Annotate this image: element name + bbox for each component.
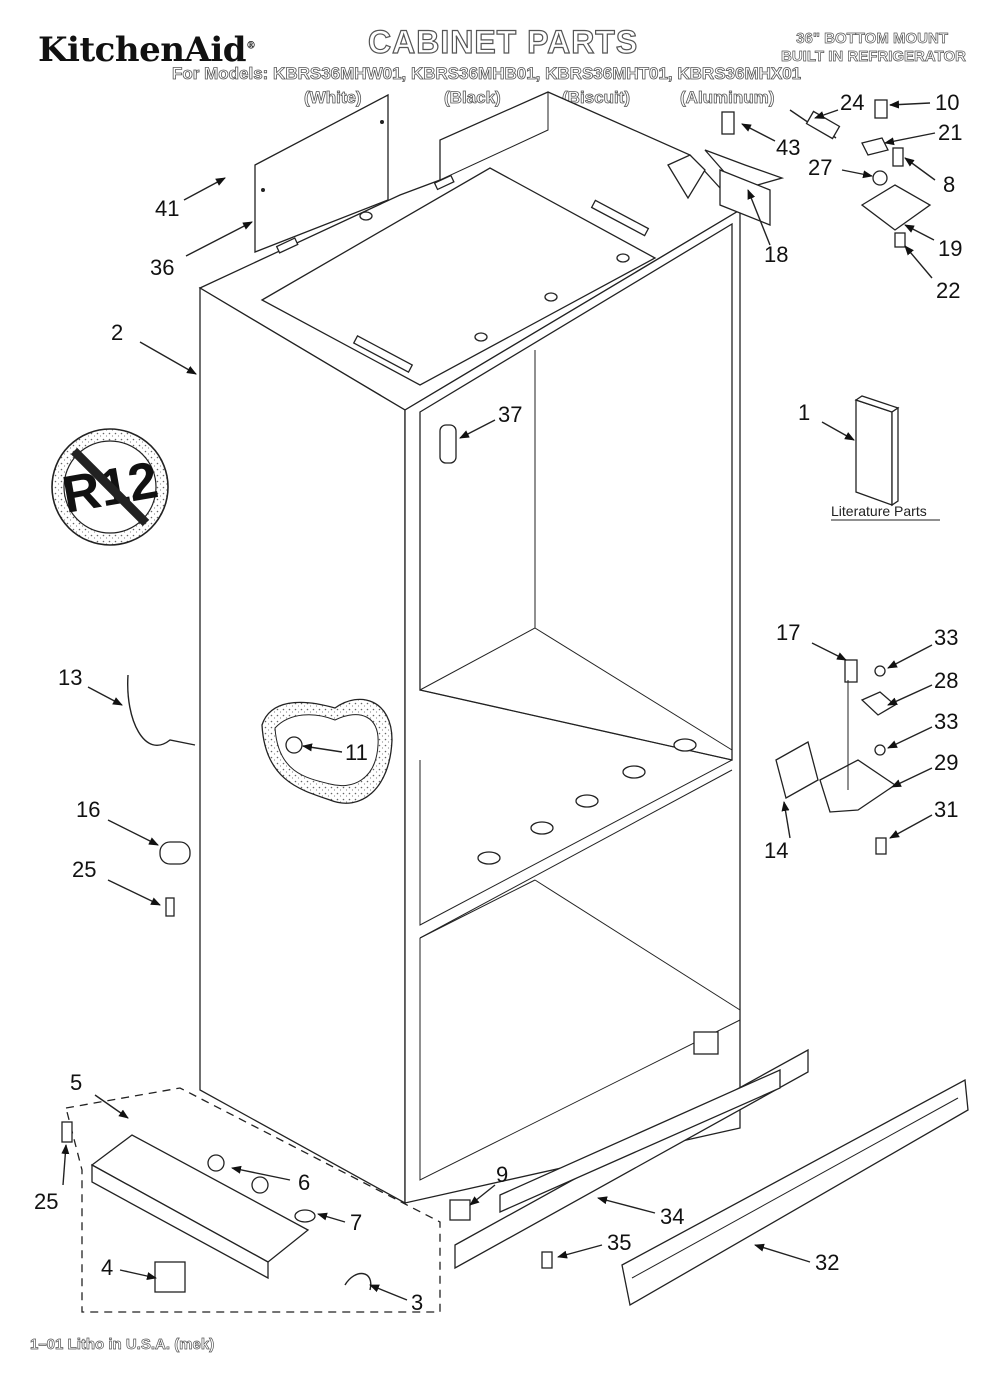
callout-32: 32 [815,1250,839,1275]
finish-white: (White) [304,88,362,108]
callout-41: 41 [155,196,179,221]
callout-43: 43 [776,135,800,160]
callout-36: 36 [150,255,174,280]
header: KitchenAid® CABINET PARTS For Models: KB… [0,0,1000,120]
callout-10: 10 [935,90,959,115]
finish-biscuit: (Biscuit) [562,88,631,108]
base-assembly [61,1087,441,1313]
callout-9: 9 [496,1162,508,1187]
callout-35: 35 [607,1230,631,1255]
callout-16: 16 [76,797,100,822]
print-footer: 1–01 Litho in U.S.A. (mek) [30,1336,215,1354]
callout-1: 1 [798,400,810,425]
callout-24: 24 [840,90,864,115]
callout-22: 22 [936,278,960,303]
callout-5: 5 [70,1070,82,1095]
leader-lines [61,100,936,1301]
front-grille [449,1048,809,1270]
callout-14: 14 [764,838,788,863]
cabinet-body [199,208,741,1205]
finish-black: (Black) [444,88,501,108]
callout-2: 2 [111,320,123,345]
brand-name: KitchenAid [38,30,247,70]
callout-18: 18 [764,242,788,267]
callout-25-upper: 25 [72,857,96,882]
callout-29: 29 [934,750,958,775]
callout-31: 31 [934,797,958,822]
subtitle-line-2: BUILT IN REFRIGERATOR [781,48,967,66]
callout-28: 28 [934,668,958,693]
callout-19: 19 [938,236,962,261]
page-title: CABINET PARTS [367,23,639,60]
brand-registered-mark: ® [246,40,256,52]
callout-13: 13 [58,665,82,690]
clamp-16 [159,841,191,865]
callout-27: 27 [808,155,832,180]
kick-plate-trim [621,1078,969,1307]
model-list: For Models: KBRS36MHW01, KBRS36MHB01, KB… [172,64,802,84]
callout-21: 21 [938,120,962,145]
no-r12-badge: R12 [51,428,169,546]
callout-17: 17 [776,620,800,645]
top-hinge-assembly [667,99,932,248]
callout-25-lower: 25 [34,1189,58,1214]
brand-logo: KitchenAid® [38,30,256,70]
callout-3: 3 [411,1290,423,1315]
lower-hinge-assembly [127,659,897,917]
callout-11: 11 [345,740,368,765]
subtitle-line-1: 36" BOTTOM MOUNT [796,30,949,48]
literature-label: Literature Parts [831,503,927,519]
callout-33-lower: 33 [934,709,958,734]
callout-labels: 1 2 3 4 5 6 7 8 9 10 11 13 14 16 17 18 1… [34,90,962,1315]
callout-7: 7 [350,1210,362,1235]
literature-parts: Literature Parts [831,395,940,521]
callout-6: 6 [298,1170,310,1195]
finish-aluminum: (Aluminum) [680,88,775,108]
callout-34: 34 [660,1204,684,1229]
callout-8: 8 [943,172,955,197]
callout-33-upper: 33 [934,625,958,650]
callout-37: 37 [498,402,522,427]
latch-37 [439,424,457,464]
callout-4: 4 [101,1255,113,1280]
cabinet-top [198,91,742,411]
